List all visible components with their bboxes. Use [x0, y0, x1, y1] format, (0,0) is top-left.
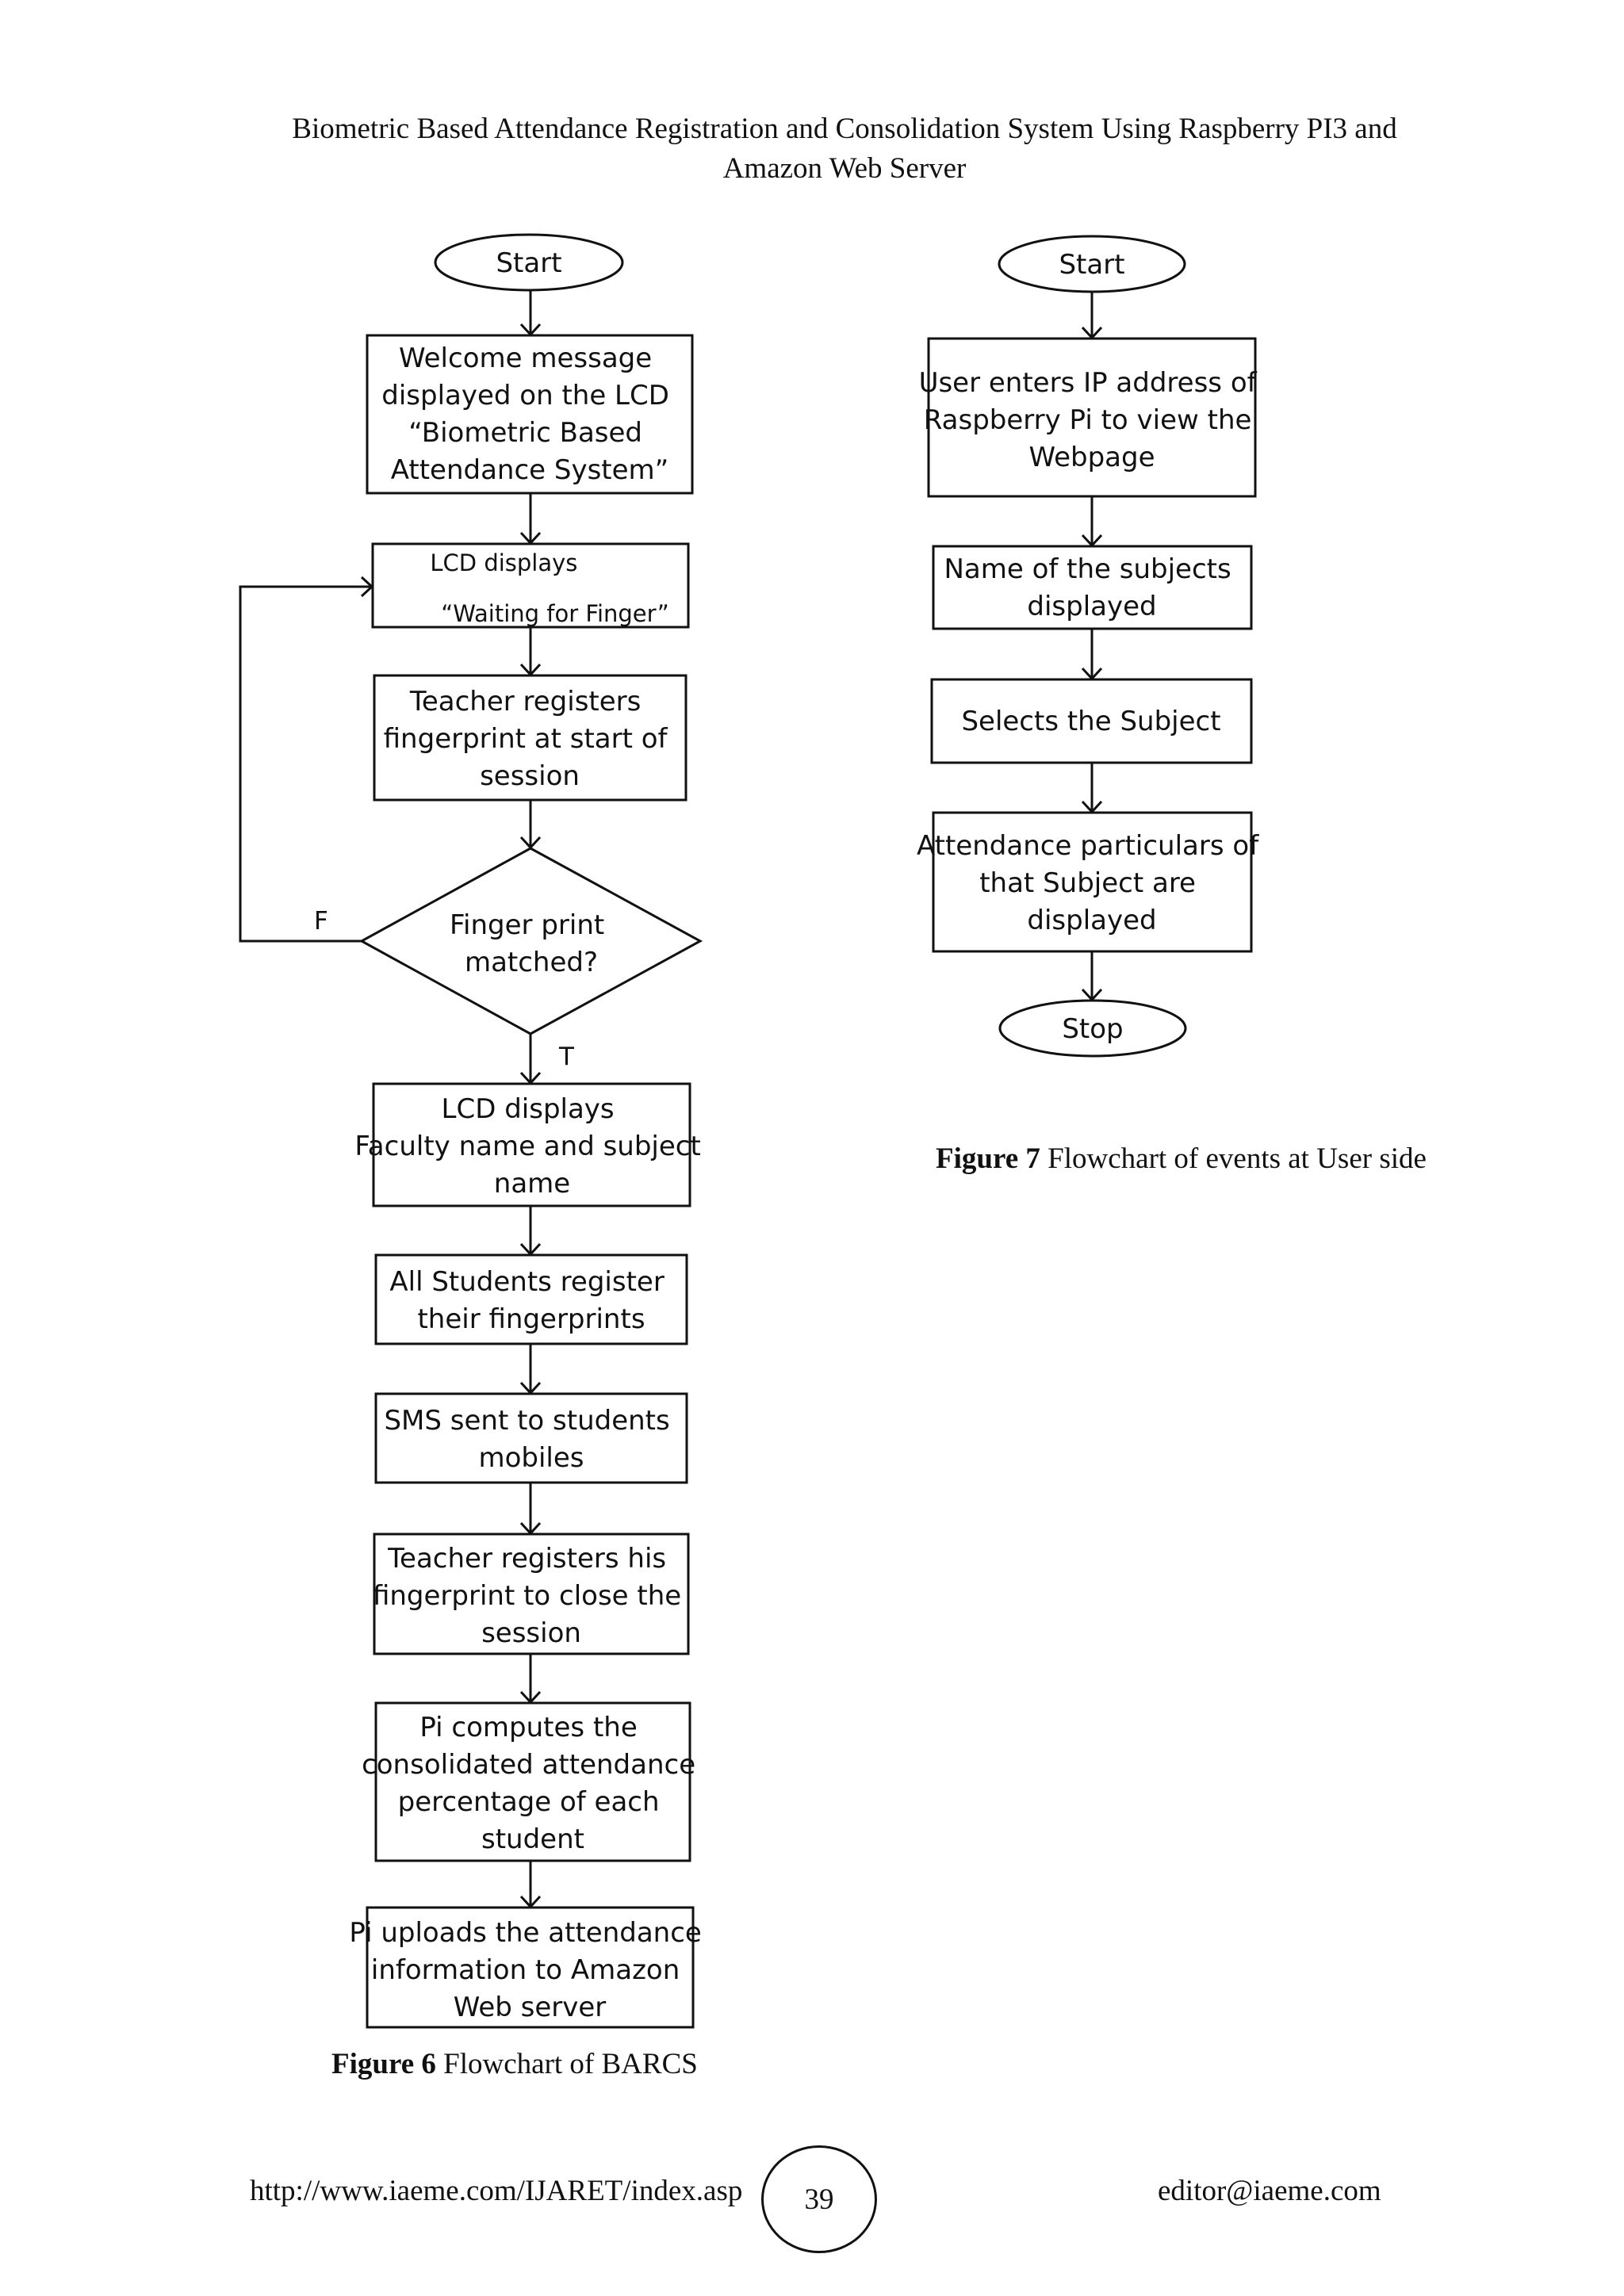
- fig6-students-register-text: All Students register their fingerprints: [389, 1266, 672, 1335]
- fig7-selects-subject-text: Selects the Subject: [961, 706, 1220, 737]
- page-number: 39: [761, 2145, 877, 2253]
- fig6-teacher-registers-text: Teacher registers fingerprint at start o…: [384, 686, 676, 792]
- fig6-teacher-close-text: Teacher registers his fingerprint to clo…: [373, 1543, 690, 1649]
- fig6-false-label: F: [314, 907, 328, 936]
- figure-6-flowchart: Start Welcome message displayed on the L…: [239, 233, 710, 2029]
- fig6-pi-computes-text: Pi computes the consolidated attendance …: [362, 1712, 704, 1855]
- fig6-pi-uploads-text: Pi uploads the attendance information to…: [349, 1917, 710, 2023]
- figure-6-caption-text: Flowchart of BARCS: [435, 2048, 698, 2080]
- fig6-arrows: [239, 290, 542, 1909]
- footer-editor-email[interactable]: editor@iaeme.com: [1158, 2175, 1381, 2207]
- figure-7-caption-label: Figure 7: [936, 1142, 1040, 1175]
- fig6-decision-text: Finger print matched?: [450, 909, 613, 978]
- running-header: Biometric Based Attendance Registration …: [198, 109, 1491, 189]
- fig6-start-label: Start: [496, 247, 561, 279]
- footer-journal-url[interactable]: http://www.iaeme.com/IJARET/index.asp: [250, 2175, 743, 2207]
- fig6-lcd-waiting-text: LCD displays “Waiting for Finger”: [430, 549, 668, 627]
- fig7-stop-label: Stop: [1062, 1013, 1123, 1045]
- fig7-subjects-displayed-text: Name of the subjects displayed: [944, 553, 1239, 622]
- figure-6-caption: Figure 6 Flowchart of BARCS: [331, 2047, 698, 2081]
- fig7-start-label: Start: [1059, 249, 1124, 281]
- fig6-decision-diamond: [358, 847, 703, 1035]
- running-header-line-1: Biometric Based Attendance Registration …: [292, 113, 1397, 145]
- fig7-attendance-displayed-text: Attendance particulars of that Subject a…: [917, 830, 1267, 936]
- figure-7-caption: Figure 7 Flowchart of events at User sid…: [936, 1142, 1427, 1176]
- fig6-arrow-false-loop: [239, 576, 374, 943]
- fig6-sms-text: SMS sent to students mobiles: [384, 1405, 678, 1474]
- figure-7-flowchart: Start User enters IP address of Raspberr…: [917, 235, 1267, 1058]
- figure-7-caption-text: Flowchart of events at User side: [1040, 1142, 1427, 1175]
- fig6-welcome-text: Welcome message displayed on the LCD “Bi…: [381, 342, 677, 486]
- figure-6-caption-label: Figure 6: [331, 2048, 436, 2080]
- fig7-enter-ip-text: User enters IP address of Raspberry Pi t…: [919, 367, 1266, 473]
- fig6-start-terminal: [434, 233, 624, 292]
- fig6-true-label: T: [558, 1043, 575, 1071]
- running-header-line-2: Amazon Web Server: [722, 152, 967, 185]
- fig6-lcd-faculty-text: LCD displays Faculty name and subject na…: [354, 1093, 709, 1200]
